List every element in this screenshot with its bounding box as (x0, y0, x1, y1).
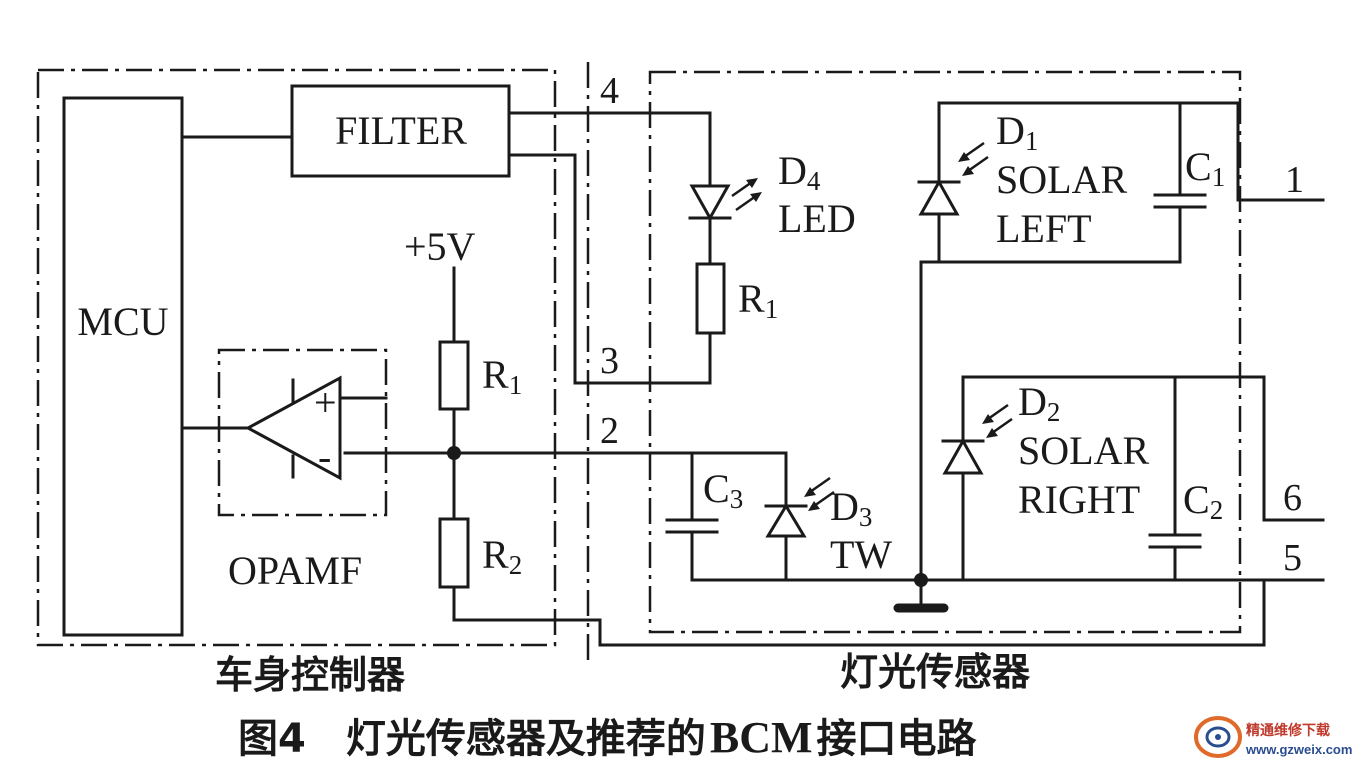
sensor-region-label: 灯光传感器 (840, 650, 1031, 694)
r1-right-resistor (695, 262, 726, 335)
pin-3-label: 3 (600, 340, 619, 382)
d2-arrow-2 (991, 417, 1013, 435)
bcm-region-border (36, 68, 557, 647)
mcu-block: MCU (62, 96, 184, 637)
d1-sub-block (917, 101, 1325, 582)
mcu-label: MCU (77, 299, 168, 344)
d2-sub-block (919, 375, 1325, 582)
d2-line1: SOLAR (1018, 428, 1149, 473)
d4-arrow-1 (731, 180, 753, 198)
wire-r2-ground (452, 578, 1266, 647)
pin-2-label: 2 (600, 410, 619, 452)
d2-arrow-1 (987, 403, 1009, 421)
r1-right-label: R1 (738, 276, 778, 324)
bcm-region-label: 车身控制器 (215, 653, 406, 697)
d4-desc: LED (778, 196, 856, 241)
d2-label: D2 (1018, 379, 1060, 427)
pin-4-label: 4 (600, 70, 619, 112)
watermark-line2: www.gzweix.com (1245, 742, 1352, 757)
opamp-minus-sign: - (318, 434, 331, 479)
d3-photodiode (764, 476, 835, 582)
opamp-region-border (217, 348, 388, 517)
d1-line2: LEFT (996, 206, 1092, 251)
pin-1-label: 1 (1285, 159, 1304, 201)
filter-label: FILTER (335, 108, 467, 153)
figure-caption: 图4 灯光传感器及推荐的 BCM 接口电路 (238, 713, 977, 762)
d1-label: D1 (996, 108, 1038, 156)
d4-label: D4 (778, 148, 821, 196)
r2-label: R2 (482, 532, 522, 580)
d4-arrow-2 (735, 194, 757, 212)
wire-pin4 (507, 111, 712, 177)
r2-resistor (438, 517, 470, 589)
supply-label: +5V (404, 224, 476, 269)
wire-pin2 (343, 451, 788, 502)
opamp (180, 375, 388, 481)
sensor-region-border (648, 70, 1242, 634)
d1-line1: SOLAR (996, 157, 1127, 202)
d4-led (688, 173, 762, 266)
c2-label: C2 (1183, 477, 1223, 525)
d2-line2: RIGHT (1018, 477, 1140, 522)
r1-left-resistor (438, 340, 470, 411)
watermark-logo: 精通维修下载 www.gzweix.com (1194, 716, 1352, 758)
c3-label: C3 (703, 466, 743, 514)
watermark-emblem-icon (1194, 716, 1242, 758)
d3-arrow-1 (809, 476, 831, 494)
opamp-plus-sign: + (314, 380, 337, 425)
d3-arrow-2 (813, 490, 835, 508)
d3-desc: TW (830, 532, 892, 577)
region-borders (36, 62, 1242, 662)
r1-left-label: R1 (482, 352, 522, 400)
opamp-label: OPAMF (228, 548, 362, 593)
filter-block: FILTER (290, 84, 511, 178)
d3-label: D3 (830, 484, 872, 532)
d1-arrow-1 (963, 141, 985, 159)
d1-arrow-2 (967, 155, 989, 173)
pin-6-label: 6 (1283, 477, 1302, 519)
c1-label: C1 (1185, 144, 1225, 192)
c3-capacitor (665, 451, 923, 582)
wire-pin3 (507, 153, 712, 385)
watermark-line1: 精通维修下载 (1246, 722, 1330, 739)
pin-5-label: 5 (1283, 537, 1302, 579)
